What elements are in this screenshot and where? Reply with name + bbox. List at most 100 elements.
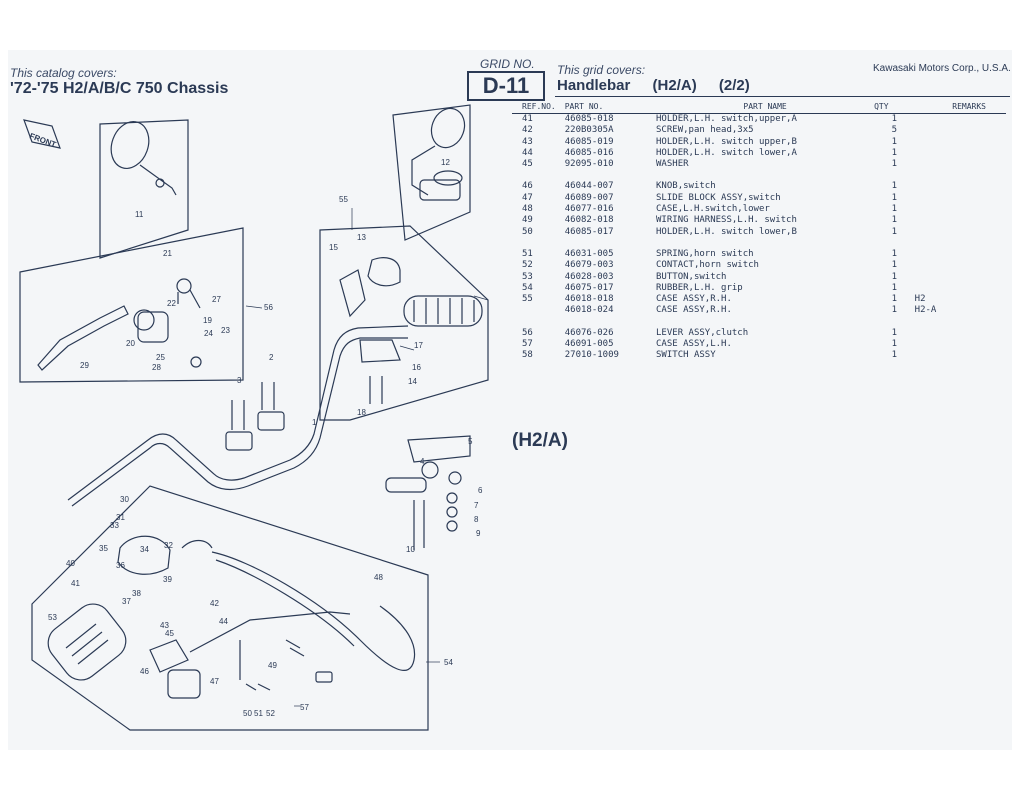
part-no-cell: 46018-024: [564, 305, 614, 316]
part-callout: 51: [254, 709, 263, 718]
part-no-cell: 46018-018: [564, 294, 614, 305]
ref-no-cell: 50: [522, 226, 533, 237]
part-no-cell: 46085-019: [564, 136, 614, 147]
handlebar-clamps: [225, 382, 285, 451]
part-callout: 35: [99, 544, 108, 553]
catalog-covers-label: This catalog covers:: [10, 66, 117, 80]
part-callout: 38: [132, 589, 141, 598]
part-no-cell: 92095-010: [564, 159, 614, 170]
qty-cell: 1: [891, 260, 898, 271]
qty-cell: 1: [891, 215, 898, 226]
title-rule: [555, 96, 1010, 97]
qty-cell: 1: [891, 282, 898, 293]
part-callout: 42: [210, 599, 219, 608]
ref-no-cell: 42: [522, 125, 533, 136]
ref-no-cell: 52: [522, 260, 533, 271]
right-mirror-panel: [392, 104, 471, 241]
part-callout: 50: [243, 709, 252, 718]
part-callout: 49: [268, 661, 277, 670]
part-no-cell: 46082-018: [564, 215, 614, 226]
part-name-cell: CONTACT,horn switch: [656, 260, 759, 271]
part-name-cell: CASE,L.H.switch,lower: [656, 204, 770, 215]
part-name-cell: HOLDER,L.H. switch lower,A: [656, 147, 797, 158]
part-callout: 7: [474, 501, 479, 510]
part-no-cell: 46089-007: [564, 192, 614, 203]
part-callout: 20: [126, 339, 135, 348]
parts-table-header: REF.NO. PART NO. PART NAME QTY REMARKS: [512, 101, 1006, 114]
part-callout: 41: [71, 579, 80, 588]
part-callout: 3: [237, 376, 242, 385]
grid-number-label: GRID NO.: [480, 57, 535, 71]
part-callout: 57: [300, 703, 309, 712]
ref-no-cell: 44: [522, 147, 533, 158]
ref-no-cell: 48: [522, 204, 533, 215]
part-callout: 37: [122, 597, 131, 606]
part-no-cell: 46075-017: [564, 282, 614, 293]
table-row: 52 46079-003 CONTACT,horn switch 1: [512, 260, 1006, 271]
left-mirror-panel: [99, 119, 189, 259]
part-callout: 17: [414, 341, 423, 350]
ref-no-cell: 49: [522, 215, 533, 226]
part-no-cell: 46076-026: [564, 327, 614, 338]
part-callout: 10: [406, 545, 415, 554]
part-callout: 4: [420, 457, 425, 466]
part-callout: 11: [135, 210, 144, 219]
part-callout: 25: [156, 353, 165, 362]
part-callout: 44: [219, 617, 228, 626]
part-callout: 28: [152, 363, 161, 372]
part-name-cell: KNOB,switch: [656, 181, 716, 192]
part-no-cell: 46079-003: [564, 260, 614, 271]
part-callout: 23: [221, 326, 230, 335]
grid-page: (2/2): [718, 77, 750, 94]
part-callout: 29: [80, 361, 89, 370]
qty-cell: 1: [891, 339, 898, 350]
part-callout: 36: [116, 561, 125, 570]
part-callout: 8: [474, 515, 479, 524]
ref-no-cell: 51: [522, 248, 533, 259]
part-name-cell: RUBBER,L.H. grip: [656, 282, 743, 293]
part-name-cell: SPRING,horn switch: [656, 248, 754, 259]
ref-no-cell: 57: [522, 339, 533, 350]
model-tag: (H2/A): [512, 430, 568, 451]
part-callout: 14: [408, 377, 417, 386]
part-name-cell: CASE ASSY,R.H.: [656, 305, 732, 316]
leader-lines: [245, 208, 489, 707]
clutch-lever-panel: [19, 227, 244, 383]
part-no-cell: 46028-003: [564, 271, 614, 282]
part-callout: 33: [110, 521, 119, 530]
catalog-page: [8, 50, 1012, 750]
part-no-cell: 27010-1009: [564, 350, 619, 361]
part-callout: 47: [210, 677, 219, 686]
qty-cell: 1: [891, 114, 898, 124]
part-callout: 46: [140, 667, 149, 676]
part-callout: 13: [357, 233, 366, 242]
col-ref-no: REF.NO.: [512, 101, 565, 114]
remarks-cell: H2: [914, 294, 926, 305]
ref-no-cell: 46: [522, 181, 533, 192]
part-callout: 1: [312, 418, 317, 427]
part-callout: 34: [140, 545, 149, 554]
part-name-cell: HOLDER,L.H. switch,upper,A: [656, 114, 797, 124]
part-callout: 16: [412, 363, 421, 372]
part-name-cell: SCREW,pan head,3x5: [656, 125, 754, 136]
part-callout: 53: [48, 613, 57, 622]
ref-no-cell: 45: [522, 159, 533, 170]
part-name-cell: HOLDER,L.H. switch lower,B: [656, 226, 797, 237]
qty-cell: 1: [891, 327, 898, 338]
part-no-cell: 46077-016: [564, 204, 614, 215]
part-no-cell: 46091-005: [564, 339, 614, 350]
